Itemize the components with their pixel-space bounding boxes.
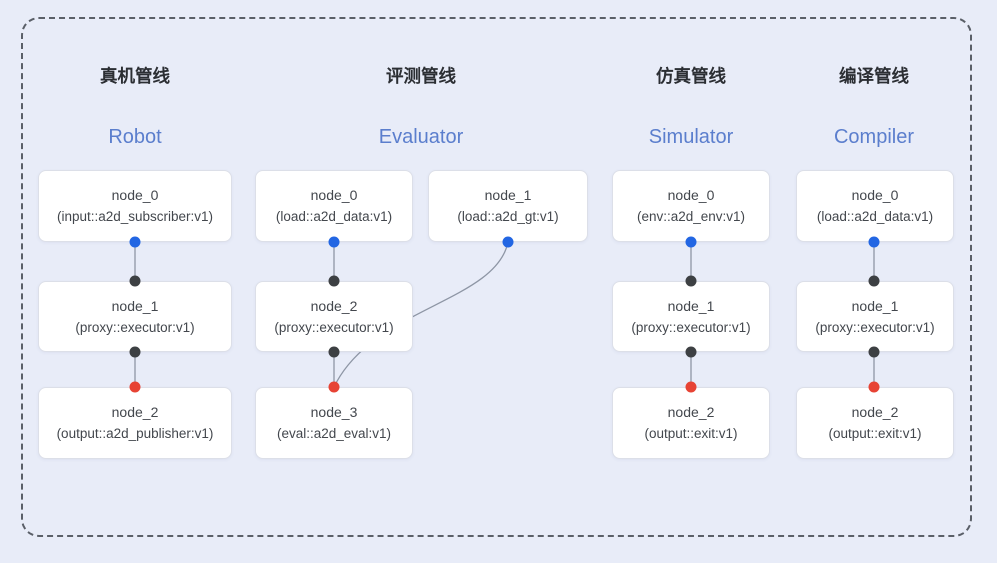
edge-eval-1-3-curve [333,241,509,388]
node-name: node_2 [667,404,715,420]
compiler-node-1: node_1 (proxy::executor:v1) [796,281,954,352]
node-name: node_0 [851,187,899,203]
simulator-node-2: node_2 (output::exit:v1) [612,387,770,459]
input-port-dot-red [129,381,141,393]
pipeline-title-compiler: 编译管线 [839,66,909,86]
node-name: node_2 [310,297,358,314]
pipeline-subtitle-evaluator: Evaluator [378,126,464,148]
evaluator-node-3: node_3 (eval::a2d_eval:v1) [255,387,413,459]
node-name: node_0 [310,187,358,203]
robot-node-1: node_1 (proxy::executor:v1) [38,281,232,352]
node-name: node_2 [851,404,899,420]
pipeline-subtitle-compiler: Compiler [833,126,915,148]
input-port-dot-black [129,275,141,287]
compiler-node-0: node_0 (load::a2d_data:v1) [796,170,954,242]
input-port-dot-black [685,275,697,287]
output-port-dot-black [129,346,141,358]
input-port-dot-red [328,381,340,393]
node-type: (proxy::executor:v1) [75,319,195,335]
node-type: (load::a2d_data:v1) [275,209,393,224]
evaluator-node-1: node_1 (load::a2d_gt:v1) [428,170,588,242]
compiler-node-2: node_2 (output::exit:v1) [796,387,954,459]
node-name: node_0 [667,187,715,203]
node-type: (proxy::executor:v1) [631,319,751,335]
diagram-frame [21,17,972,537]
node-type: (load::a2d_data:v1) [816,209,934,224]
output-port-dot-blue [328,236,340,248]
node-name: node_2 [111,404,159,420]
node-name: node_1 [667,297,715,314]
pipeline-title-robot: 真机管线 [100,66,170,86]
evaluator-node-2: node_2 (proxy::executor:v1) [255,281,413,352]
node-name: node_1 [484,187,532,203]
node-name: node_1 [851,297,899,314]
evaluator-node-0: node_0 (load::a2d_data:v1) [255,170,413,242]
simulator-node-0: node_0 (env::a2d_env:v1) [612,170,770,242]
node-type: (eval::a2d_eval:v1) [276,426,392,441]
output-port-dot-blue [502,236,514,248]
output-port-dot-blue [868,236,880,248]
node-name: node_1 [111,297,159,314]
output-port-dot-blue [685,236,697,248]
pipeline-subtitle-simulator: Simulator [648,126,734,148]
pipeline-title-evaluator: 评测管线 [386,66,456,86]
pipeline-subtitle-robot: Robot [108,126,162,148]
input-port-dot-black [328,275,340,287]
simulator-node-1: node_1 (proxy::executor:v1) [612,281,770,352]
output-port-dot-blue [129,236,141,248]
node-type: (proxy::executor:v1) [815,319,935,335]
node-type: (output::a2d_publisher:v1) [56,426,214,441]
node-type: (input::a2d_subscriber:v1) [56,209,214,224]
node-type: (load::a2d_gt:v1) [457,209,559,224]
output-port-dot-black [685,346,697,358]
output-port-dot-black [868,346,880,358]
pipeline-title-simulator: 仿真管线 [656,66,726,86]
node-type: (output::exit:v1) [644,426,738,441]
node-name: node_3 [310,404,358,420]
input-port-dot-red [685,381,697,393]
node-name: node_0 [111,187,159,203]
node-type: (output::exit:v1) [828,426,922,441]
input-port-dot-red [868,381,880,393]
robot-node-2: node_2 (output::a2d_publisher:v1) [38,387,232,459]
output-port-dot-black [328,346,340,358]
robot-node-0: node_0 (input::a2d_subscriber:v1) [38,170,232,242]
node-type: (proxy::executor:v1) [274,319,394,335]
node-type: (env::a2d_env:v1) [636,209,746,224]
input-port-dot-black [868,275,880,287]
